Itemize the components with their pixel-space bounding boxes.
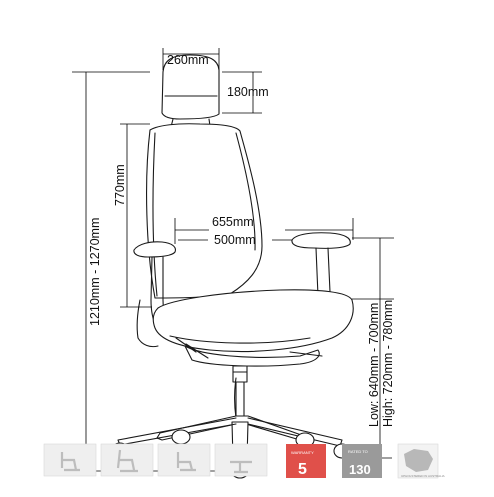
overall-height-label: 1210mm - 1270mm (88, 218, 102, 326)
chair-posture-icon (116, 449, 138, 473)
svg-text:WARRANTY: WARRANTY (291, 450, 314, 455)
back-height-label: 770mm (113, 164, 127, 206)
dimension-labels: 260mm 180mm 1210mm - 1270mm 770mm 655mm … (88, 53, 395, 427)
backrest (146, 123, 263, 299)
weight-rating-badge[interactable]: RATED TO 130 (342, 444, 382, 478)
seat-height-low-label: Low: 640mm - 700mm (367, 303, 381, 427)
headrest (161, 54, 220, 120)
seat-cushion (152, 289, 354, 353)
warranty-badge[interactable]: WARRANTY 5 (286, 444, 326, 478)
chair-posture-icon (60, 452, 80, 472)
headrest-height-label: 180mm (227, 85, 269, 99)
svg-text:RATED TO: RATED TO (348, 449, 368, 454)
feature-thumbnail-1[interactable] (43, 443, 97, 477)
feature-thumbnail-2[interactable] (100, 443, 154, 477)
headrest-width-label: 260mm (167, 53, 209, 67)
chair-posture-icon (176, 452, 196, 472)
svg-text:130: 130 (349, 462, 371, 477)
seat-mechanism (184, 345, 320, 367)
left-armrest (133, 241, 176, 258)
gas-lift (232, 365, 248, 383)
svg-text:5: 5 (298, 461, 307, 478)
arm-span-label: 655mm (212, 215, 254, 229)
feature-thumbnail-3[interactable] (157, 443, 211, 477)
chair-illustration (111, 54, 354, 479)
feature-thumbnail-strip: WARRANTY 5 RATED TO 130 UPHOLSTERED IN A… (43, 443, 445, 479)
right-armrest (291, 232, 351, 249)
feature-thumbnail-4[interactable] (214, 443, 268, 477)
dimension-lines (72, 48, 394, 472)
seat-height-high-label: High: 720mm - 780mm (381, 300, 395, 427)
australia-map-icon (404, 449, 433, 472)
upholstered-badge[interactable]: UPHOLSTERED IN AUSTRALIA (397, 443, 445, 479)
chair-mechanism-icon (230, 460, 252, 474)
svg-text:UPHOLSTERED IN AUSTRALIA: UPHOLSTERED IN AUSTRALIA (401, 474, 445, 478)
seat-width-label: 500mm (214, 233, 256, 247)
